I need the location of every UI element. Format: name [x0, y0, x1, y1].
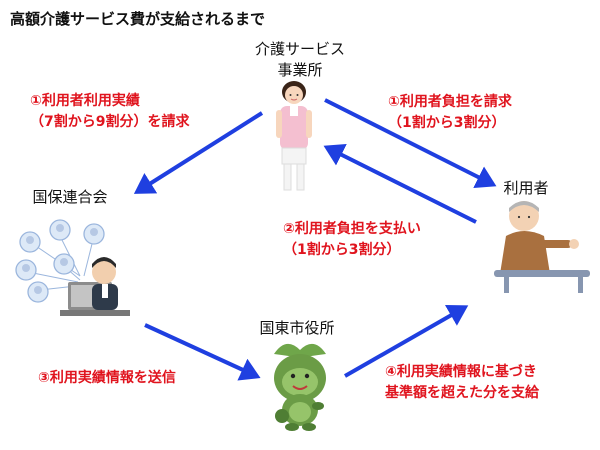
arrow-provider-to-federation: [133, 111, 264, 194]
diagram-title: 高額介護サービス費が支給されるまで: [10, 10, 266, 28]
city-label: 国東市役所: [259, 319, 335, 337]
step1-left-label: ①利用者利用実績 （7割から9割分）を請求: [30, 93, 190, 130]
arrow-provider-to-user: [324, 98, 497, 188]
provider-label: 介護サービス 事業所: [254, 40, 345, 79]
elderly-user-icon: [494, 201, 590, 293]
arrow-city-to-user: [344, 304, 469, 378]
step2-label: ②利用者負担を支払い （1割から3割分）: [283, 221, 421, 258]
federation-label: 国保連合会: [32, 188, 108, 206]
arrow-user-to-provider: [323, 143, 477, 224]
arrow-federation-to-city: [144, 323, 261, 381]
city-mascot-icon: [274, 343, 326, 431]
step3-label: ③利用実績情報を送信: [38, 370, 176, 386]
computer-operator-icon: [15, 219, 130, 316]
user-label: 利用者: [503, 179, 549, 197]
step4-label: ④利用実績情報に基づき 基準額を超えた分を支給: [385, 364, 539, 401]
step1-right-label: ①利用者負担を請求 （1割から3割分）: [388, 94, 512, 131]
nurse-icon: [276, 81, 312, 191]
